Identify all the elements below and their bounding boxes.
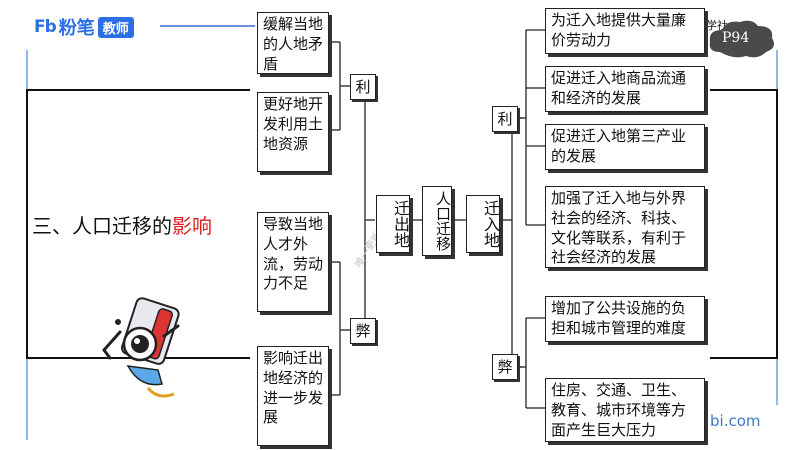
brand-tag: 教师	[97, 16, 134, 38]
destination-node: 迁入地	[466, 195, 500, 253]
origin-benefit-1: 缓解当地的人地矛盾	[257, 12, 329, 74]
brand-mark: Fb	[34, 17, 57, 37]
destination-benefit-3: 促进迁入地第三产业的发展	[545, 124, 705, 170]
destination-harm-2: 住房、交通、卫生、教育、城市环境等方面产生巨大压力	[545, 378, 705, 442]
heading-prefix: 三、人口迁移的	[32, 214, 172, 238]
origin-node: 迁出地	[376, 195, 410, 253]
camera-mascot-icon	[102, 297, 180, 398]
destination-benefit-2: 促进迁入地商品流通和经济的发展	[545, 66, 705, 112]
origin-harm-2: 影响迁出地经济的进一步发展	[257, 346, 329, 446]
destination-harm-1: 增加了公共设施的负担和城市管理的难度	[545, 296, 705, 342]
brand-url: bi.com	[710, 412, 761, 430]
origin-harm-label: 弊	[350, 318, 376, 344]
brand-name: 粉笔	[58, 18, 95, 39]
section-heading: 三、人口迁移的影响	[32, 210, 212, 239]
destination-benefit-4: 加强了迁入地与外界社会的经济、科技、文化等联系，有利于社会经济的发展	[545, 186, 705, 268]
destination-benefit-label: 利	[492, 106, 518, 132]
origin-benefit-label: 利	[350, 74, 376, 100]
brand-logo: Fb 粉笔 教师	[34, 14, 134, 40]
heading-highlight: 影响	[172, 214, 212, 238]
speech-cloud-icon	[709, 20, 774, 58]
destination-harm-label: 弊	[492, 354, 518, 380]
center-node: 人口迁移	[422, 186, 452, 256]
destination-benefit-1: 为迁入地提供大量廉价劳动力	[545, 8, 705, 54]
origin-benefit-2: 更好地开发利用土地资源	[257, 92, 329, 172]
page-label: P94	[722, 30, 750, 46]
origin-harm-1: 导致当地人才外流，劳动力不足	[257, 212, 329, 312]
